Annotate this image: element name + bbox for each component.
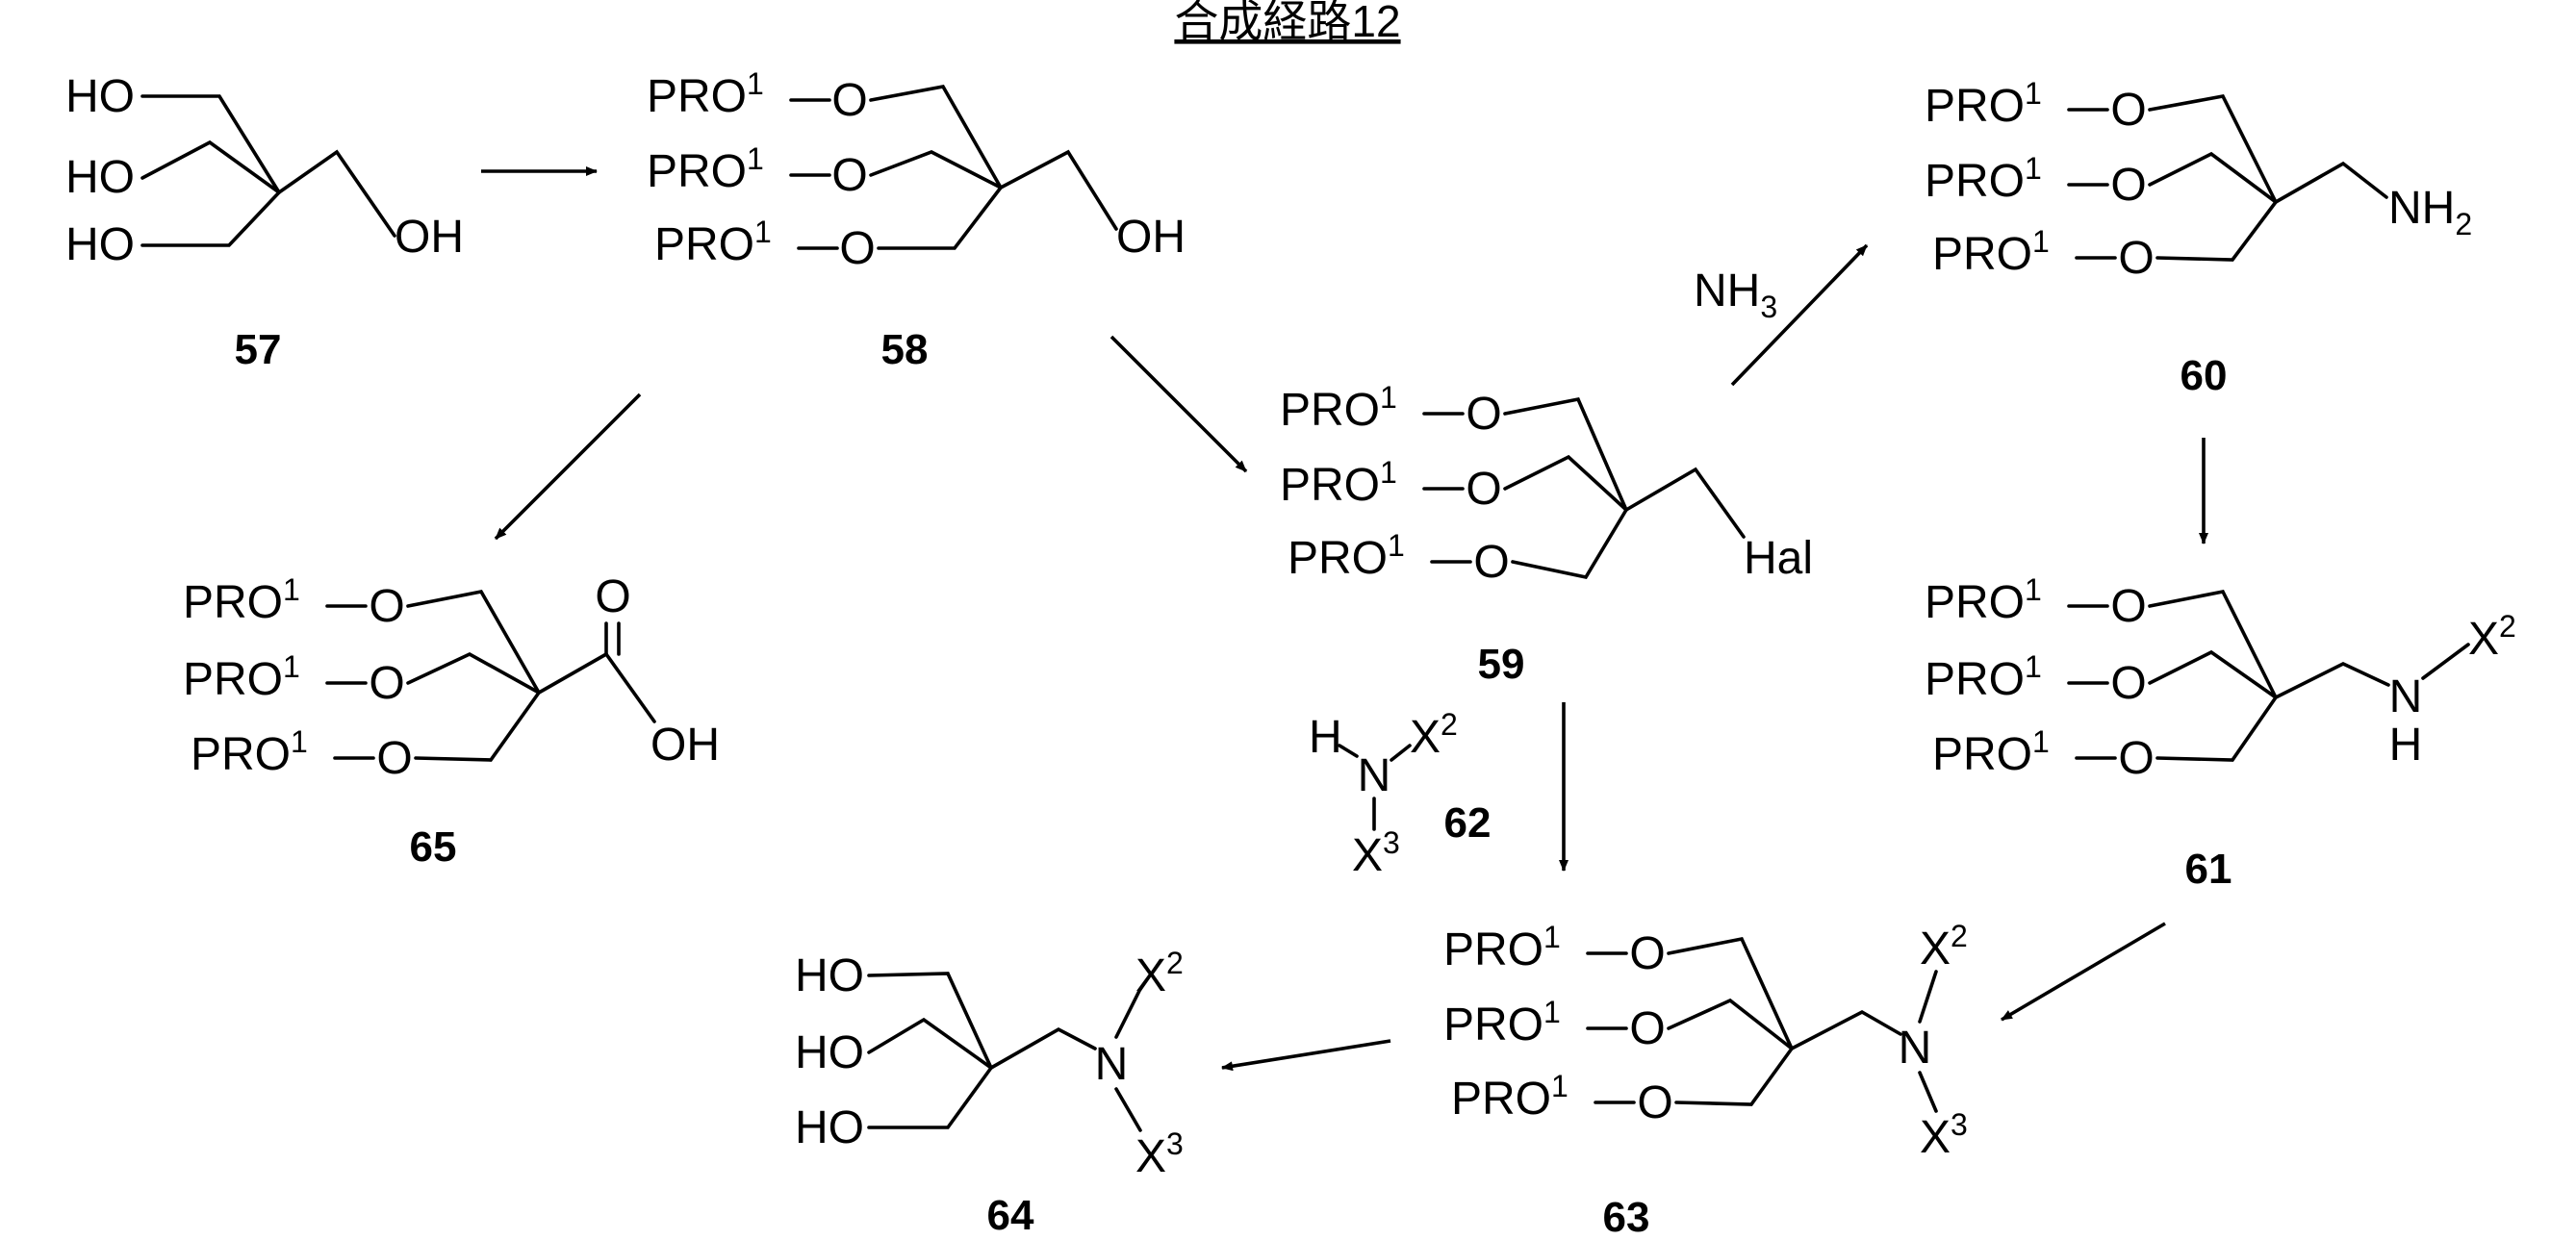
- protecting-group-label: PRO1: [183, 649, 300, 705]
- compound-number-65: 65: [410, 823, 457, 871]
- oxygen-label: O: [2110, 160, 2146, 211]
- oxygen-label: O: [369, 581, 404, 632]
- protecting-group-label: PRO1: [1280, 380, 1397, 436]
- compound-57: HO HO HO OH 57: [65, 71, 464, 373]
- oxygen-label: O: [2110, 658, 2146, 709]
- substituent-x2-label: X2: [1920, 919, 1968, 974]
- reaction-arrow: [1111, 337, 1246, 471]
- compound-60: PRO1 PRO1 PRO1 O O O NH2 60: [1925, 76, 2472, 399]
- oxygen-label: O: [1466, 464, 1501, 515]
- protecting-group-label: PRO1: [183, 572, 300, 628]
- compound-63: PRO1 PRO1 PRO1 O O O N X2 X3 63: [1443, 919, 1968, 1240]
- hydroxy-label: OH: [650, 720, 720, 771]
- nitrogen-label: N: [1095, 1039, 1129, 1090]
- substituent-x3-label: X3: [1352, 825, 1400, 881]
- oxygen-label: O: [369, 658, 404, 709]
- oxygen-label: O: [1629, 1003, 1665, 1054]
- compound-62: H N X2 X3 62: [1309, 707, 1491, 881]
- compound-number-58: 58: [881, 326, 929, 373]
- reaction-arrow: [1222, 1041, 1390, 1068]
- compound-number-59: 59: [1478, 641, 1525, 688]
- protecting-group-label: PRO1: [1280, 455, 1397, 511]
- oxygen-label: O: [1473, 537, 1509, 588]
- substituent-x2-label: X2: [1135, 946, 1184, 1001]
- reaction-arrow: [2002, 924, 2165, 1020]
- compound-number-57: 57: [235, 326, 282, 373]
- substituent-x2-label: X2: [1410, 707, 1458, 763]
- substituent-x3-label: X3: [1135, 1126, 1184, 1182]
- protecting-group-label: PRO1: [1451, 1069, 1569, 1125]
- oxygen-label: O: [2118, 733, 2154, 784]
- hydrogen-label: H: [1309, 712, 1342, 763]
- oxygen-label: O: [1629, 928, 1665, 979]
- protecting-group-label: PRO1: [1288, 528, 1405, 584]
- compound-number-64: 64: [987, 1192, 1034, 1239]
- nitrogen-label: N: [1899, 1023, 1932, 1074]
- nitrogen-label: N: [2389, 671, 2423, 722]
- hydroxy-label: OH: [1116, 212, 1186, 263]
- scheme-title: 合成経路12: [1174, 0, 1400, 46]
- protecting-group-label: PRO1: [1443, 920, 1561, 975]
- hydroxy-label: OH: [395, 212, 464, 263]
- protecting-group-label: PRO1: [1925, 572, 2042, 628]
- oxygen-label: O: [2118, 233, 2154, 284]
- protecting-group-label: PRO1: [1932, 224, 2050, 280]
- ammonia-reagent: NH3: [1694, 266, 1777, 324]
- oxygen-label: O: [1637, 1077, 1672, 1128]
- oxygen-label: O: [839, 223, 875, 274]
- hydroxy-label: HO: [795, 950, 864, 1001]
- protecting-group-label: PRO1: [647, 141, 764, 197]
- protecting-group-label: PRO1: [647, 66, 764, 122]
- oxygen-label: O: [2110, 85, 2146, 136]
- protecting-group-label: PRO1: [1925, 649, 2042, 705]
- compound-64: HO HO HO N X2 X3 64: [795, 946, 1184, 1239]
- substituent-x2-label: X2: [2468, 609, 2516, 665]
- protecting-group-label: PRO1: [1443, 995, 1561, 1050]
- compound-59: PRO1 PRO1 PRO1 O O O Hal 59: [1280, 380, 1813, 688]
- protecting-group-label: PRO1: [1932, 724, 2050, 780]
- nitrogen-label: N: [1358, 750, 1391, 801]
- protecting-group-label: PRO1: [1925, 151, 2042, 207]
- oxygen-label: O: [595, 571, 630, 622]
- protecting-group-label: PRO1: [191, 724, 308, 780]
- hydroxy-label: HO: [65, 219, 135, 270]
- hydroxy-label: HO: [65, 152, 135, 203]
- compound-number-62: 62: [1444, 799, 1492, 847]
- oxygen-label: O: [831, 150, 867, 201]
- reaction-arrow: [496, 394, 640, 539]
- oxygen-label: O: [376, 733, 412, 784]
- hydroxy-label: HO: [65, 71, 135, 122]
- compound-number-63: 63: [1603, 1194, 1650, 1240]
- oxygen-label: O: [1466, 389, 1501, 440]
- hydrogen-label: H: [2389, 720, 2423, 771]
- substituent-x3-label: X3: [1920, 1107, 1968, 1163]
- protecting-group-label: PRO1: [654, 215, 772, 270]
- compound-61: PRO1 PRO1 PRO1 O O O N H X2 61: [1925, 572, 2516, 893]
- compound-65: PRO1 PRO1 PRO1 O O O O OH 65: [183, 571, 720, 871]
- amine-label: NH2: [2388, 183, 2472, 241]
- compound-number-60: 60: [2181, 352, 2228, 399]
- oxygen-label: O: [831, 75, 867, 126]
- compound-number-61: 61: [2185, 846, 2232, 893]
- oxygen-label: O: [2110, 581, 2146, 632]
- hydroxy-label: HO: [795, 1027, 864, 1078]
- hydroxy-label: HO: [795, 1102, 864, 1153]
- halogen-label: Hal: [1744, 533, 1813, 584]
- protecting-group-label: PRO1: [1925, 76, 2042, 132]
- compound-58: PRO1 PRO1 PRO1 O O O OH 58: [647, 66, 1186, 373]
